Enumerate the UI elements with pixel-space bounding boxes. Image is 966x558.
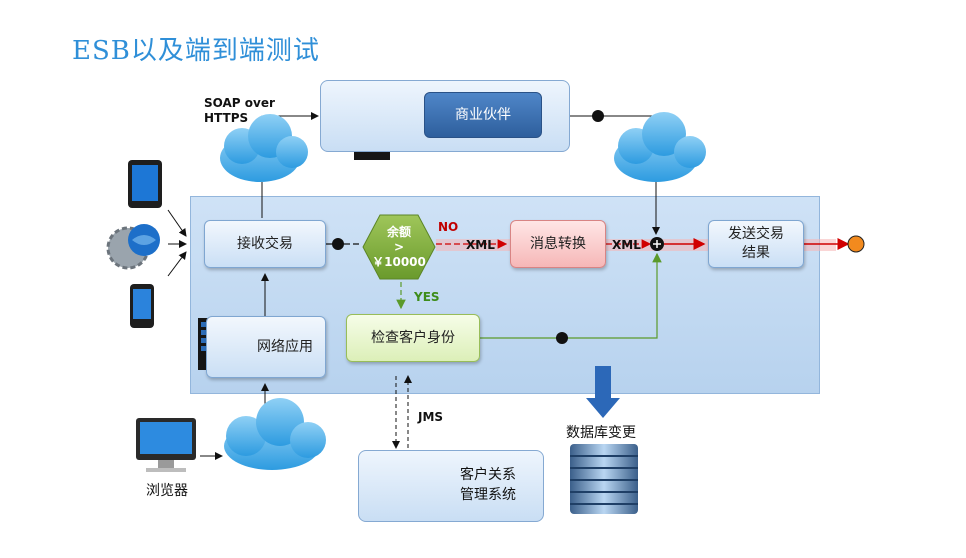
monitor-icon	[136, 418, 196, 472]
receive-transaction-node[interactable]: 接收交易	[204, 220, 326, 268]
crm-line2: 管理系统	[460, 487, 516, 503]
no-label: NO	[438, 220, 459, 234]
send-line1: 发送交易	[728, 226, 784, 242]
xml-right-label: XML	[612, 238, 641, 252]
crm-frame[interactable]	[358, 450, 544, 522]
message-transform-node[interactable]: 消息转换	[510, 220, 606, 268]
browser-label: 浏览器	[146, 483, 188, 499]
soap-label-line1: SOAP over	[204, 96, 275, 110]
tablet-icon	[128, 160, 162, 208]
globe-gear-icon	[106, 224, 160, 270]
cloud-icon	[614, 112, 706, 182]
crm-line1: 客户关系	[460, 467, 516, 483]
db-change-label: 数据库变更	[566, 425, 636, 441]
balance-decision-node[interactable]: 余额 > ￥10000	[362, 214, 436, 280]
decision-line1: 余额	[386, 224, 411, 239]
send-result-node[interactable]: 发送交易 结果	[708, 220, 804, 268]
yes-label: YES	[414, 290, 440, 304]
send-line2: 结果	[742, 245, 770, 261]
page-title: ESB以及端到端测试	[72, 36, 320, 66]
web-app-label: 网络应用	[257, 338, 313, 355]
decision-line3: ￥10000	[372, 254, 426, 269]
decision-line2: >	[393, 239, 405, 254]
web-app-node[interactable]: 网络应用	[206, 316, 326, 378]
soap-label-line2: HTTPS	[204, 111, 249, 125]
end-node	[847, 235, 865, 253]
phone-icon	[130, 284, 154, 328]
cloud-icon	[220, 114, 308, 182]
jms-label: JMS	[418, 410, 444, 424]
check-identity-node[interactable]: 检查客户身份	[346, 314, 480, 362]
database-icon	[570, 444, 638, 514]
partner-node[interactable]: 商业伙伴	[424, 92, 542, 138]
xml-left-label: XML	[466, 238, 495, 252]
cloud-icon	[224, 398, 326, 470]
down-arrow-icon	[586, 366, 620, 418]
